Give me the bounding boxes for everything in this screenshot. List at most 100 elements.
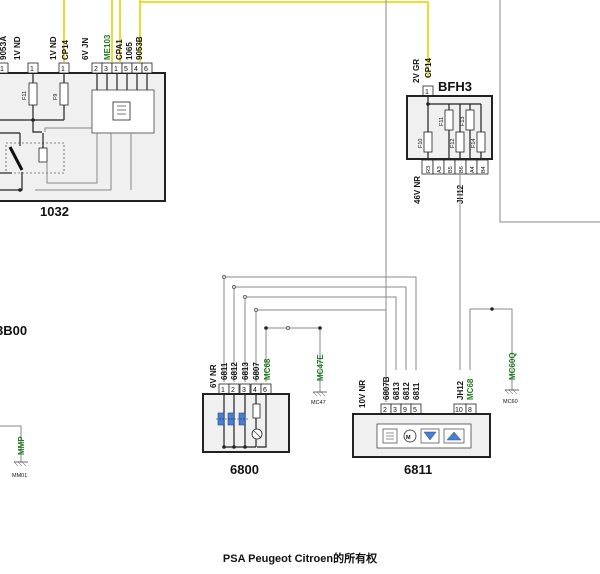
fuse-icon bbox=[465, 109, 475, 131]
connector-1032: 1 1 1 2 3 1 5 4 6 905ЗА 1V ND 1V ND CP14… bbox=[0, 34, 166, 219]
pin-label: 6 bbox=[263, 387, 267, 394]
wire-mc68-6811 bbox=[469, 308, 513, 384]
pin-label: 4 bbox=[134, 66, 138, 73]
pin-label: 1 bbox=[30, 66, 34, 73]
connector-title: 1032 bbox=[40, 204, 69, 219]
fuse-label: F11 bbox=[439, 117, 445, 126]
wire-label: MC68 bbox=[466, 378, 475, 400]
fuse-label: F13 bbox=[460, 117, 466, 126]
connector-bfh3: 2V GR CP14 1 BFH3 F10 F11 F12 F13 F14 bbox=[406, 57, 493, 204]
fuse-label: F10 bbox=[418, 139, 424, 148]
wire-label: ME103 bbox=[103, 34, 112, 60]
pin-label: 10 bbox=[455, 407, 463, 414]
fuse-icon bbox=[28, 82, 38, 106]
wire-label: 1065 bbox=[125, 42, 134, 60]
wire-label: 905ЗА bbox=[0, 36, 8, 60]
wire-label: 6V JN bbox=[81, 38, 90, 60]
copyright-footer: PSA Peugeot Citroen的所有权 bbox=[222, 553, 378, 565]
fuse-label: F9 bbox=[53, 94, 59, 100]
connector-title: 6800 bbox=[230, 462, 259, 477]
pin-label: 8 bbox=[468, 407, 472, 414]
pin-label: 1 bbox=[61, 66, 65, 73]
wire-cp14-bfh3 bbox=[140, 1, 429, 78]
component-outline bbox=[499, 0, 600, 223]
fuse-label: F14 bbox=[471, 139, 477, 148]
connector-6800-body bbox=[202, 393, 290, 453]
fuse-icon bbox=[59, 82, 69, 106]
pin-label: 1 bbox=[114, 66, 118, 73]
wire-label: 6811 bbox=[412, 382, 421, 400]
switch-icon bbox=[216, 394, 256, 449]
wire-label: 6V NR bbox=[209, 364, 218, 388]
connector-title: BFH3 bbox=[438, 79, 472, 94]
fuse-label: F11 bbox=[22, 91, 28, 100]
connector-title: 6811 bbox=[404, 462, 432, 477]
wire-label: 6812 bbox=[230, 362, 239, 380]
pin-label: A3 bbox=[437, 166, 443, 173]
fuse-label: F12 bbox=[450, 139, 456, 148]
ground-label: MC60Q bbox=[508, 352, 517, 380]
wire-6811 bbox=[223, 276, 417, 382]
pin-label: 3 bbox=[104, 66, 108, 73]
fuse-icon bbox=[476, 131, 486, 153]
wire-label: CP14 bbox=[424, 57, 433, 78]
ground-sublabel: MC47 bbox=[311, 400, 326, 406]
pin-label: 3 bbox=[242, 387, 246, 394]
wire-label: 1V ND bbox=[13, 36, 22, 60]
wire-label: 46V NR bbox=[413, 176, 422, 204]
pin-label: 5 bbox=[124, 66, 128, 73]
pin-label: 2 bbox=[231, 387, 235, 394]
pin-label: R3 bbox=[426, 166, 432, 173]
pin-label: 1 bbox=[221, 387, 225, 394]
pin-label: 1 bbox=[425, 89, 429, 96]
wire-label: CPA1 bbox=[115, 39, 124, 60]
ground-mc47e: MC47E MC47 bbox=[311, 354, 327, 406]
ground-mmp: MMP MM01 bbox=[0, 425, 28, 479]
wire-label: CP14 bbox=[61, 39, 70, 60]
connector-6800: 6V NR 6811 6812 6813 6807 MC68 1 2 3 4 6 bbox=[202, 358, 290, 477]
fuse-icon bbox=[455, 131, 465, 153]
ground-mc60q: MC60Q MC60 bbox=[503, 352, 519, 405]
relay-outline bbox=[5, 142, 65, 174]
ground-sublabel: MM01 bbox=[12, 473, 27, 479]
ground-sublabel: MC60 bbox=[503, 399, 518, 405]
wire-label: 6813 bbox=[392, 382, 401, 400]
pin-label: 9 bbox=[403, 407, 407, 414]
svg-text:M: M bbox=[406, 435, 411, 441]
motor-icon bbox=[403, 429, 417, 443]
chip-icon bbox=[112, 101, 131, 121]
pin-label: B4 bbox=[481, 166, 487, 173]
pin-label: 1 bbox=[0, 66, 4, 73]
pin-label: B5 bbox=[448, 166, 454, 173]
pin-label: B6 bbox=[459, 166, 465, 173]
pin-label: 2 bbox=[94, 66, 98, 73]
fuse-icon bbox=[444, 109, 454, 131]
wire-label: JH12 bbox=[456, 380, 465, 400]
ground-label: MMP bbox=[17, 436, 26, 455]
pin-label: 6 bbox=[144, 66, 148, 73]
fuse-group: F10 F11 F12 F13 F14 bbox=[418, 104, 486, 160]
wire-mc68-6800 bbox=[265, 327, 321, 384]
wire-label: 6807 bbox=[252, 362, 261, 380]
relay-coil-icon bbox=[38, 147, 48, 163]
wire-label: 6811 bbox=[220, 362, 229, 380]
wire-label: 1V ND bbox=[49, 36, 58, 60]
pin-label: A4 bbox=[470, 166, 476, 173]
wire-label: 6813 bbox=[241, 362, 250, 380]
wire-6813 bbox=[244, 296, 397, 382]
wire-label: 10V NR bbox=[358, 380, 367, 408]
wire-label: MC68 bbox=[263, 358, 272, 380]
wire-label: 9053B bbox=[135, 36, 144, 60]
wire-label: 2V GR bbox=[412, 59, 421, 83]
wire-label: 6812 bbox=[402, 382, 411, 400]
pin-label: 3 bbox=[393, 407, 397, 414]
wire-label: 6807B bbox=[382, 376, 391, 400]
ground-label: MC47E bbox=[316, 354, 325, 381]
fuse-icon bbox=[423, 131, 433, 153]
pin-label: 5 bbox=[413, 407, 417, 414]
resistor-icon bbox=[252, 403, 261, 419]
relay-switch-icon bbox=[8, 146, 24, 171]
component-label: 3B00 bbox=[0, 323, 27, 338]
pin-label: 4 bbox=[253, 387, 257, 394]
